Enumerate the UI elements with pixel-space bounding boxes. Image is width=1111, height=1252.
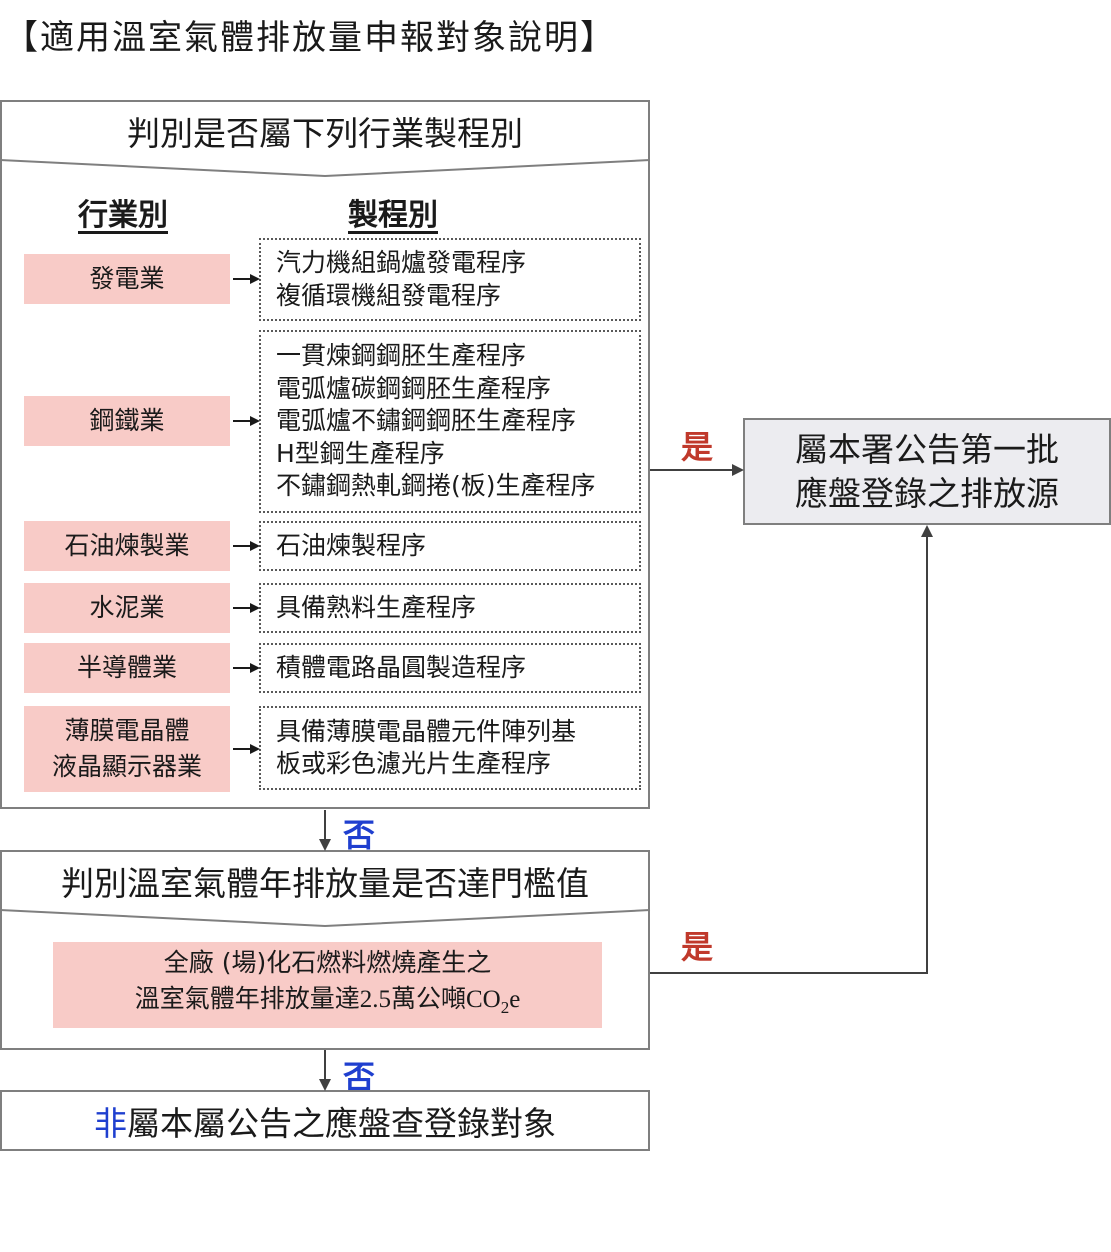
process-box-power: 汽力機組鍋爐發電程序 複循環機組發電程序 bbox=[259, 238, 641, 321]
industry-label: 石油煉製業 bbox=[64, 531, 190, 560]
process-item: 一貫煉鋼鋼胚生產程序 bbox=[276, 341, 527, 371]
no-label-step2: 否 bbox=[343, 1058, 376, 1096]
industry-steel: 鋼鐵業 bbox=[24, 396, 230, 446]
process-item: 板或彩色濾光片生產程序 bbox=[276, 749, 552, 778]
row-arrows bbox=[233, 274, 260, 754]
process-item: 具備薄膜電晶體元件陣列基 bbox=[276, 716, 577, 746]
header-chevron-step2 bbox=[0, 909, 651, 928]
industry-power: 發電業 bbox=[24, 254, 230, 304]
industry-label: 薄膜電晶體 bbox=[64, 716, 190, 745]
process-box-cement: 具備熟料生產程序 bbox=[259, 583, 641, 633]
outcome-line: 應盤登錄之排放源 bbox=[795, 473, 1059, 513]
industry-label: 半導體業 bbox=[76, 653, 177, 682]
header-chevron-step1 bbox=[0, 159, 651, 178]
threshold-check-header: 判別溫室氣體年排放量是否達門檻值 bbox=[61, 864, 589, 903]
criterion-gas-suffix: e bbox=[509, 985, 521, 1013]
industry-cement: 水泥業 bbox=[24, 583, 230, 633]
criterion-line2: 溫室氣體年排放量達2.5萬公噸CO2e bbox=[135, 981, 521, 1026]
criterion-line1: 全廠 (場)化石燃料燃燒產生之 bbox=[163, 947, 492, 977]
flow-arrows bbox=[319, 464, 933, 1091]
threshold-criterion: 全廠 (場)化石燃料燃燒產生之 溫室氣體年排放量達2.5萬公噸CO2e bbox=[53, 942, 602, 1028]
process-item: 複循環機組發電程序 bbox=[276, 280, 502, 310]
process-box-petroleum: 石油煉製程序 bbox=[259, 521, 641, 571]
criterion-prefix: 溫室氣體年排放量達 bbox=[134, 983, 360, 1013]
process-item: 石油煉製程序 bbox=[276, 530, 427, 560]
process-item: 電弧爐碳鋼鋼胚生產程序 bbox=[276, 373, 552, 403]
yes-label-step1: 是 bbox=[681, 428, 714, 466]
process-item: 電弧爐不鏽鋼鋼胚生產程序 bbox=[276, 406, 577, 436]
page-title: 【適用溫室氣體排放量申報對象說明】 bbox=[4, 18, 616, 58]
industry-label: 鋼鐵業 bbox=[89, 406, 165, 435]
criterion-gas-subscript: 2 bbox=[500, 997, 510, 1017]
outcome-not-applicable: 非屬本屬公告之應盤查登錄對象 bbox=[0, 1090, 650, 1151]
industry-check-header: 判別是否屬下列行業製程別 bbox=[127, 114, 523, 153]
outcome-registered-source: 屬本署公告第一批 應盤登錄之排放源 bbox=[743, 418, 1111, 525]
criterion-gas: CO bbox=[465, 985, 501, 1013]
outcome-line: 屬本署公告第一批 bbox=[795, 429, 1059, 469]
industry-label: 水泥業 bbox=[89, 593, 165, 622]
criterion-value: 2.5 bbox=[359, 985, 391, 1013]
industry-column-heading: 行業別 bbox=[78, 198, 168, 233]
industry-tft-lcd: 薄膜電晶體 液晶顯示器業 bbox=[24, 706, 230, 792]
outcome-not-applicable-text: 屬本屬公告之應盤查登錄對象 bbox=[127, 1103, 556, 1143]
yes-label-step2: 是 bbox=[681, 928, 714, 966]
arrow-step2-yes bbox=[650, 525, 933, 974]
process-item: 具備熟料生產程序 bbox=[276, 592, 477, 622]
header-chevrons bbox=[0, 159, 651, 928]
process-item: 汽力機組鍋爐發電程序 bbox=[276, 248, 527, 277]
process-box-steel: 一貫煉鋼鋼胚生產程序 電弧爐碳鋼鋼胚生產程序 電弧爐不鏽鋼鋼胚生產程序 H型鋼生… bbox=[259, 330, 641, 513]
industry-petroleum: 石油煉製業 bbox=[24, 521, 230, 571]
industry-label: 發電業 bbox=[89, 264, 165, 293]
process-column-heading: 製程別 bbox=[348, 198, 438, 233]
process-box-tft-lcd: 具備薄膜電晶體元件陣列基 板或彩色濾光片生產程序 bbox=[259, 706, 641, 790]
process-item: 不鏽鋼熱軋鋼捲(板)生產程序 bbox=[276, 471, 596, 501]
negation-prefix: 非 bbox=[94, 1103, 127, 1143]
process-box-semiconductor: 積體電路晶圓製造程序 bbox=[259, 643, 641, 693]
industry-semiconductor: 半導體業 bbox=[24, 643, 230, 693]
no-label-step1: 否 bbox=[343, 816, 376, 854]
industry-label: 液晶顯示器業 bbox=[51, 752, 202, 781]
process-item: H型鋼生產程序 bbox=[276, 438, 445, 468]
criterion-unit: 萬公噸 bbox=[390, 983, 466, 1013]
process-item: 積體電路晶圓製造程序 bbox=[276, 652, 527, 682]
